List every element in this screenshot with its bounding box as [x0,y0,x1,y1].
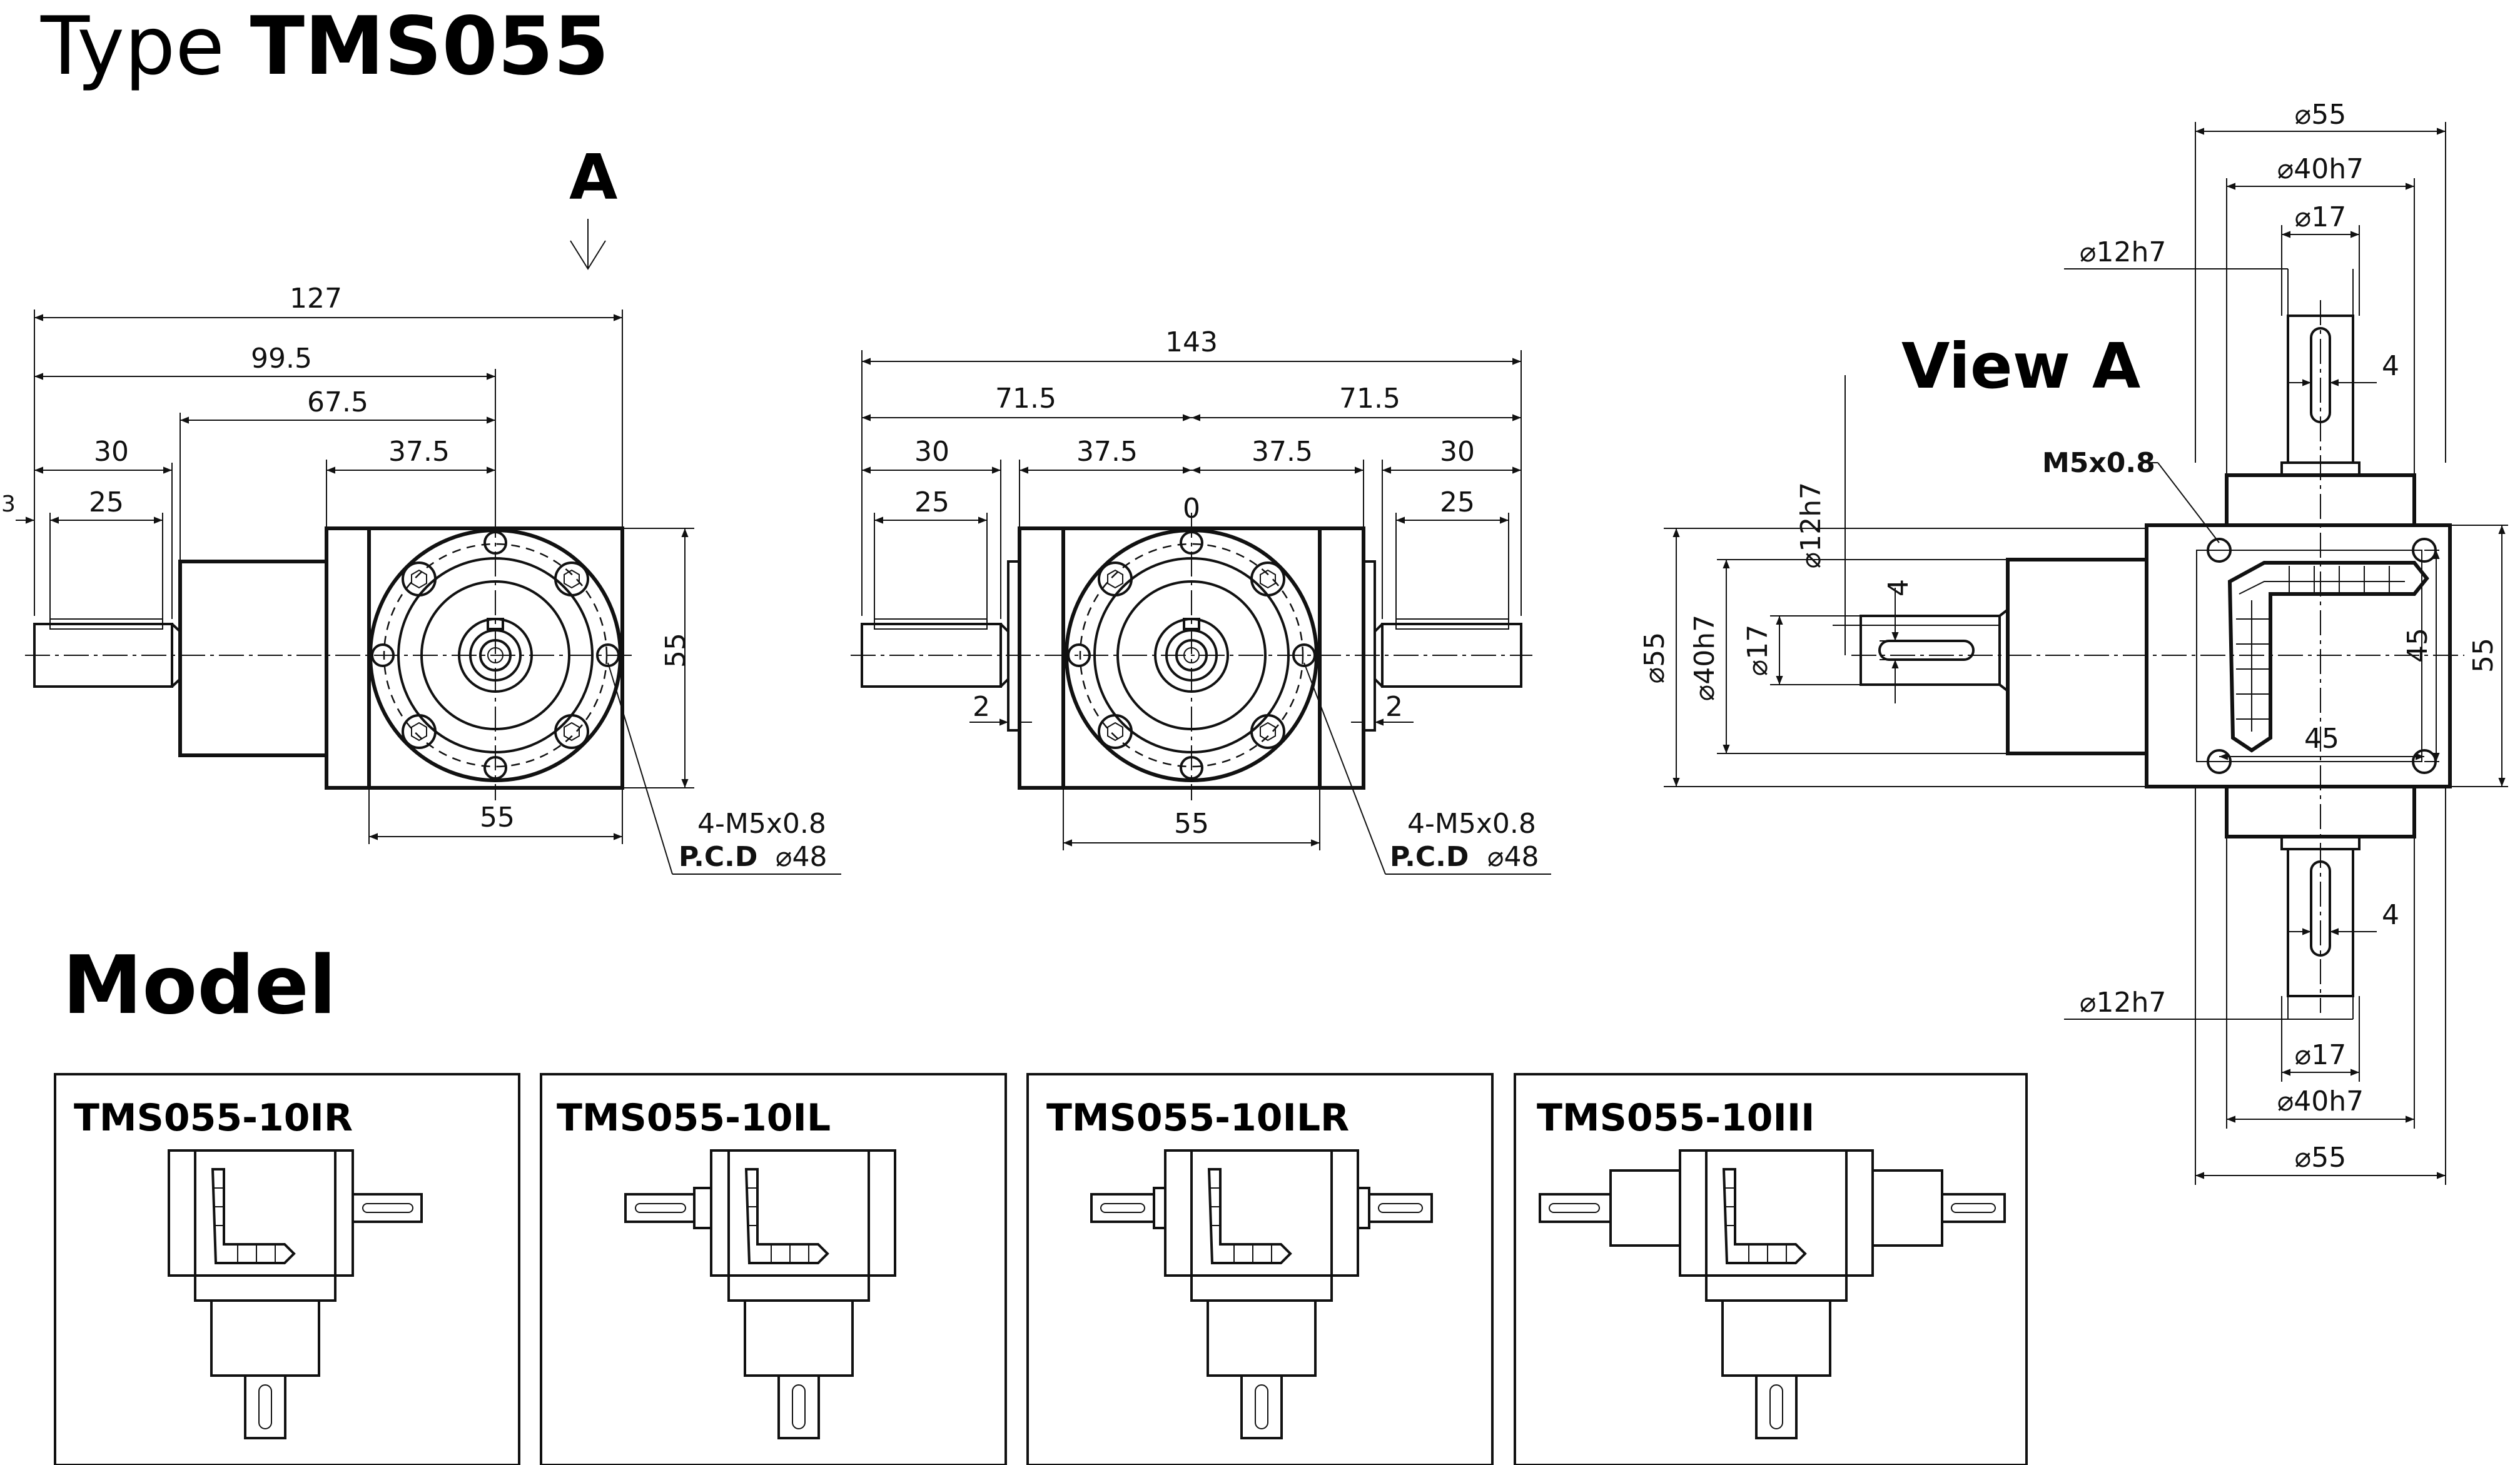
svg-text:⌀12h7: ⌀12h7 [2080,236,2166,268]
svg-text:0: 0 [1183,493,1200,525]
svg-text:71.5: 71.5 [995,383,1056,415]
svg-text:45: 45 [2402,628,2434,663]
model-name: TMS055-10IL [557,1096,831,1140]
svg-text:2: 2 [973,691,990,723]
view-a: View A [1639,99,2508,1185]
svg-text:M5x0.8: M5x0.8 [2042,447,2155,479]
page-title: Type TMS055 [40,0,609,93]
svg-text:30: 30 [94,436,129,468]
svg-text:55: 55 [660,633,692,668]
model-card-tms055-10ir: TMS055-10IR [54,1073,520,1465]
model-name: TMS055-10IR [74,1096,353,1140]
svg-text:⌀40h7: ⌀40h7 [2277,153,2364,185]
svg-text:37.5: 37.5 [1076,436,1138,468]
svg-text:25: 25 [89,486,124,518]
svg-text:⌀55: ⌀55 [1639,632,1671,683]
svg-text:⌀12h7: ⌀12h7 [2080,987,2166,1019]
svg-text:2: 2 [1385,691,1403,723]
svg-text:37.5: 37.5 [1252,436,1313,468]
svg-text:⌀55: ⌀55 [2295,99,2346,131]
view-1-side: 127 99.5 67.5 37.5 30 25 3 55 55 [1,283,841,875]
view-2-side: 143 71.5 71.5 30 37.5 37.5 30 25 25 0 2 [851,326,1551,875]
svg-text:99.5: 99.5 [251,343,312,375]
svg-text:⌀17: ⌀17 [2295,201,2346,233]
svg-text:⌀12h7: ⌀12h7 [1795,482,1827,568]
svg-text:67.5: 67.5 [307,386,368,418]
svg-text:⌀48: ⌀48 [776,841,827,873]
svg-text:45: 45 [2304,723,2339,755]
model-card-tms055-10ilr: TMS055-10ILR [1026,1073,1494,1465]
svg-text:127: 127 [290,283,342,315]
view-a-label: View A [1901,330,2140,403]
svg-text:25: 25 [1440,486,1475,518]
svg-text:30: 30 [914,436,949,468]
svg-text:⌀48: ⌀48 [1487,841,1539,873]
svg-text:71.5: 71.5 [1339,383,1400,415]
svg-text:4-M5x0.8: 4-M5x0.8 [1407,808,1536,840]
svg-text:4: 4 [2382,899,2399,931]
view-direction-arrow: A [569,141,617,270]
svg-text:143: 143 [1165,326,1218,358]
svg-text:⌀40h7: ⌀40h7 [1689,615,1721,701]
svg-text:⌀55: ⌀55 [2295,1142,2346,1174]
svg-text:4-M5x0.8: 4-M5x0.8 [697,808,826,840]
svg-text:4: 4 [1883,579,1915,597]
svg-text:⌀17: ⌀17 [2295,1039,2346,1071]
svg-text:⌀40h7: ⌀40h7 [2277,1085,2364,1117]
svg-text:P.C.D: P.C.D [679,841,757,873]
svg-text:25: 25 [914,486,949,518]
svg-text:55: 55 [1174,808,1209,840]
model-card-tms055-10il: TMS055-10IL [540,1073,1007,1465]
svg-text:4: 4 [2382,350,2399,382]
model-name: TMS055-10III [1537,1096,1814,1140]
model-name: TMS055-10ILR [1046,1096,1349,1140]
svg-text:P.C.D: P.C.D [1390,841,1469,873]
svg-text:37.5: 37.5 [388,436,450,468]
view-arrow-label: A [569,141,617,214]
svg-text:3: 3 [1,491,16,517]
model-card-tms055-10iii: TMS055-10III [1514,1073,2028,1465]
svg-text:30: 30 [1440,436,1475,468]
svg-text:55: 55 [2467,638,2499,673]
svg-text:55: 55 [480,802,515,833]
svg-text:⌀17: ⌀17 [1742,625,1774,676]
model-heading: Model [63,939,337,1032]
